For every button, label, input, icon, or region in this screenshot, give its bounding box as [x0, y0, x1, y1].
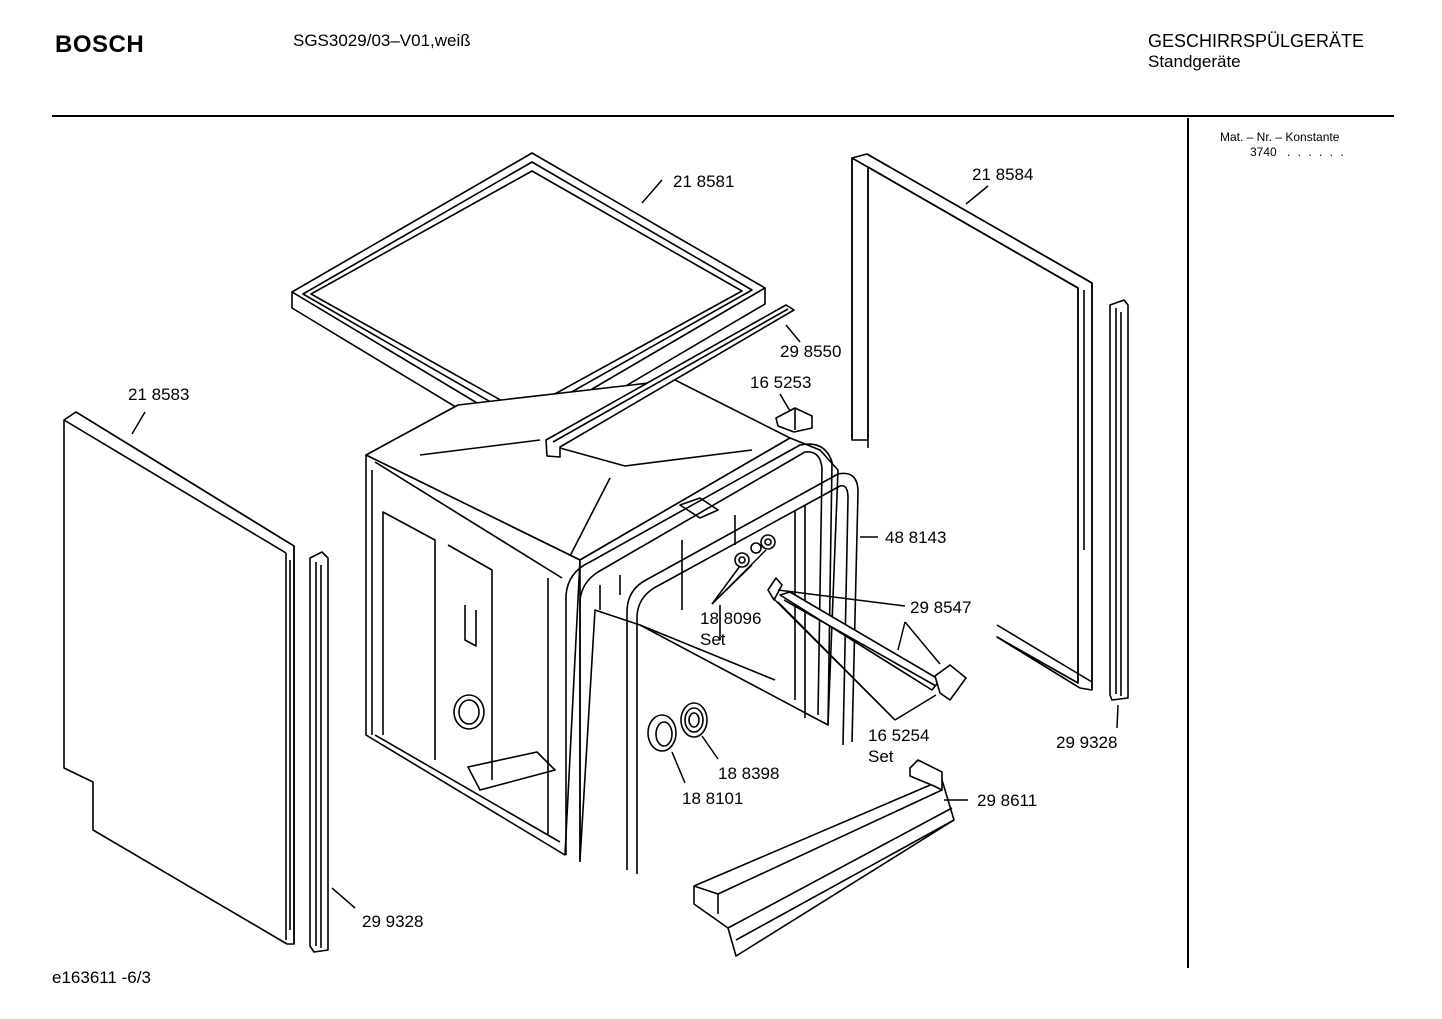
label-kick-plate: 29 8611	[977, 791, 1037, 810]
small-plug-part	[680, 702, 708, 738]
label-side-panel-right: 21 8584	[972, 165, 1033, 184]
side-panel-right-part	[851, 153, 1093, 691]
label-clip: 16 5253	[750, 373, 811, 392]
holder-set-part	[767, 577, 783, 601]
label-edge-strip-right: 29 9328	[1056, 733, 1117, 752]
tub-front-frame	[565, 443, 833, 862]
header-divider	[52, 115, 1394, 117]
label-top-strip: 29 8550	[780, 342, 841, 361]
tub-body-part	[365, 379, 839, 861]
label-top-cover: 21 8581	[673, 172, 734, 191]
model-number: SGS3029/03–V01,weiß	[293, 31, 471, 50]
label-edge-strip-left: 29 9328	[362, 912, 423, 931]
bolt-set-part	[734, 534, 776, 568]
label-seal-ring: 18 8101	[682, 789, 743, 808]
label-bolt-set: 18 8096	[700, 609, 761, 628]
label-door-seal: 48 8143	[885, 528, 946, 547]
subcategory-title: Standgeräte	[1148, 52, 1241, 71]
edge-strip-right-part	[1109, 299, 1129, 701]
rail-part	[779, 591, 967, 701]
top-strip-part	[545, 304, 795, 458]
konstante-label: Mat. – Nr. – Konstante	[1220, 130, 1340, 144]
konstante-value: 3740	[1250, 145, 1277, 159]
label-side-panel-left: 21 8583	[128, 385, 189, 404]
label-bolt-set-suffix: Set	[700, 630, 726, 649]
kick-plate-part	[693, 759, 955, 957]
seal-ring-part	[647, 714, 677, 752]
door-seal-part	[626, 472, 859, 874]
document-id: e163611 -6/3	[52, 968, 151, 987]
label-holder-set: 16 5254	[868, 726, 929, 745]
clip-part	[775, 407, 813, 433]
label-small-plug: 18 8398	[718, 764, 779, 783]
category-title: GESCHIRRSPÜLGERÄTE	[1148, 31, 1365, 51]
leader-lines	[131, 179, 1119, 909]
sidebar-divider	[1187, 118, 1189, 968]
side-panel-left-part	[63, 411, 295, 945]
brand-logo: BOSCH	[55, 31, 145, 58]
label-holder-set-suffix: Set	[868, 747, 894, 766]
edge-strip-left-part	[309, 551, 329, 953]
konstante-dots: . . . . . .	[1287, 145, 1346, 159]
label-rail: 29 8547	[910, 598, 971, 617]
